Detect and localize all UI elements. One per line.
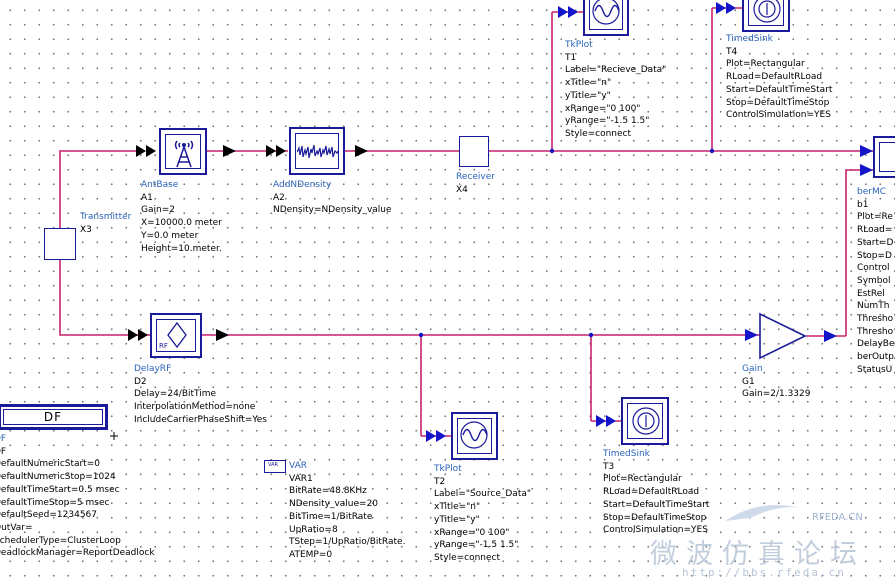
timed-sink-icon [632,407,660,435]
delayrf-component[interactable]: RF [150,313,202,358]
transmitter-label: Transmitter X3 [80,212,132,235]
tkplot-t2-component[interactable] [451,412,498,460]
timedsink-t3-label: TimedSink T3 Plot=Rectangular RLoad=Defa… [603,449,710,536]
delayrf-label: DelayRF D2 Delay=24/BitTime Interpolatio… [134,364,267,425]
tkplot-t2-label: TkPlot T2 Label="Source_Data" xTitle="n"… [434,464,532,563]
timedsink-t4-component[interactable] [742,0,790,32]
amplifier-triangle-icon [759,312,807,360]
receiver-component[interactable] [459,136,489,167]
gain-label: Gain G1 Gain=2/1.3329 [742,364,811,400]
timed-sink-icon [753,0,781,23]
antbase-component[interactable] [159,128,207,175]
rf-label: RF [159,342,168,350]
transmitter-component[interactable] [44,228,76,260]
gain-component[interactable] [758,312,808,360]
watermark-url: http://bbs.rfeda.cn [682,566,846,579]
bermc-label: berMC b1 Plot=Re RLoad= Start=D Stop=D C… [857,187,895,375]
watermark-swoosh [725,504,800,521]
watermark-site: RFEDA.CN [812,512,863,523]
var-component[interactable]: VAR [264,460,286,473]
arrow-antbase-in [136,145,146,157]
tkplot-t1-label: TkPlot T1 Label="Recieve_Data" xTitle="n… [565,40,667,139]
sine-wave-icon [592,0,620,25]
receiver-label: Receiver X4 [456,172,495,195]
tkplot-t1-component[interactable] [583,0,629,36]
noise-waveform-icon [297,144,339,159]
diamond-icon [167,321,187,349]
df-controller[interactable]: DF [0,404,108,430]
df-label: DF DF DefaultNumericStart=0 DefaultNumer… [0,434,155,559]
df-box-label: DF [43,410,63,424]
timedsink-t3-component[interactable] [621,397,669,445]
sine-wave-icon [460,421,488,449]
var-label: VAR VAR1 BitRate=48.8KHz NDensity_value=… [289,461,406,560]
watermark-chinese: 微波仿真论坛 [650,539,866,570]
addndensity-label: AddNDensity A2 NDensity=NDensity_value [273,180,392,216]
timedsink-t4-label: TimedSink T4 Plot=Rectangular RLoad=Defa… [726,34,833,121]
antenna-icon [174,140,194,168]
wire-transmitter-to-antbase [59,150,136,229]
bermc-component[interactable] [873,136,895,178]
antbase-label: AntBase A1 Gain=2 X=10000.0 meter Y=0.0 … [141,180,222,254]
wire-transmitter-to-delay [59,260,150,336]
var-icon-text: VAR [268,462,278,468]
addndensity-component[interactable] [289,127,345,175]
arrow-antbase-out [223,145,236,157]
